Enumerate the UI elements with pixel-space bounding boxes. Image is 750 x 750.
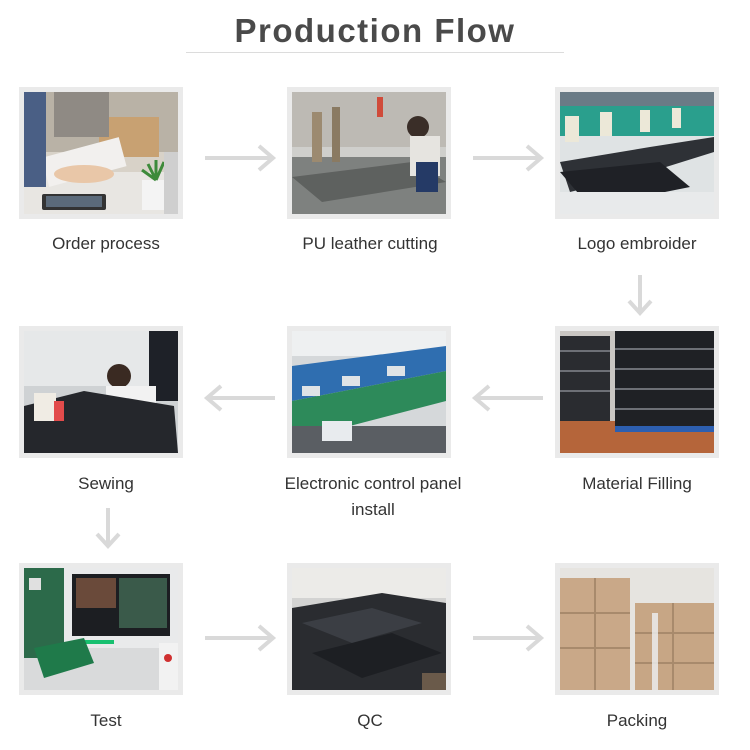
arrow-right-icon (205, 144, 277, 172)
step-electronic-control-panel-install-photo (287, 326, 451, 458)
arrow-left-icon (203, 384, 275, 412)
step-label-packing: Packing (606, 711, 668, 730)
step-label-order-process: Order process (52, 234, 160, 253)
step-label-test: Test (90, 711, 122, 730)
step-test-photo (19, 563, 183, 695)
arrow-right-icon (473, 144, 545, 172)
arrow-right-icon (473, 624, 545, 652)
arrow-down-icon (95, 508, 121, 549)
step-label-text: Electronic control panel install (284, 474, 462, 519)
arrow-down-icon (627, 275, 653, 316)
step-logo-embroider-photo (555, 87, 719, 219)
step-label-material-filling: Material Filling (582, 474, 692, 493)
step-label-electronic-control-panel-install: Electronic control panel install (270, 471, 476, 523)
step-order-process-photo (19, 87, 183, 219)
step-label-qc: QC (357, 711, 383, 730)
title-underline (186, 52, 564, 53)
step-label-logo-embroider: Logo embroider (577, 234, 697, 253)
step-pu-leather-cutting-photo (287, 87, 451, 219)
step-sewing-photo (19, 326, 183, 458)
page-title: Production Flow (234, 12, 516, 49)
step-packing-photo (555, 563, 719, 695)
arrow-right-icon (205, 624, 277, 652)
step-qc-photo (287, 563, 451, 695)
arrow-left-icon (471, 384, 543, 412)
step-label-pu-leather-cutting: PU leather cutting (302, 234, 438, 253)
step-material-filling-photo (555, 326, 719, 458)
step-label-sewing: Sewing (78, 474, 134, 493)
